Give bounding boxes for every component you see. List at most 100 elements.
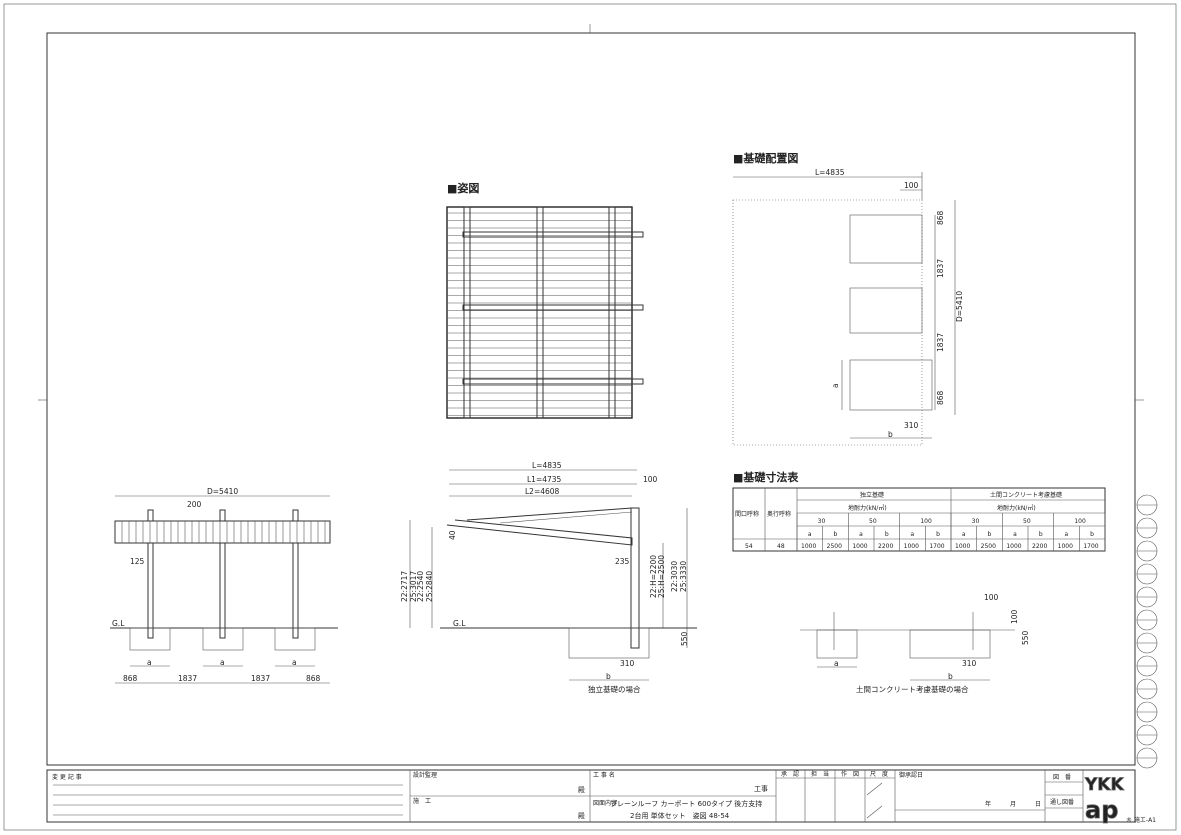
label: 868 [123,674,138,683]
label: G.L [453,619,466,628]
label: 22:2540 [416,571,425,602]
label: L1=4735 [527,475,562,484]
table-cell: 1000 [1006,543,1021,550]
label: 550 [1021,630,1030,645]
table-cell: 1000 [1058,543,1073,550]
label: 変 更 記 事 [52,773,82,781]
label: 310 [904,421,919,430]
label: 235 [615,557,630,566]
label: 22:H=2200 [649,555,658,598]
label: 2台用 単体セット 姿図 48-54 [630,811,730,820]
label: a [292,658,297,667]
label: L=4835 [532,461,562,470]
svg-text:ap: ap [1085,796,1118,824]
label: 1837 [936,259,945,278]
table-cell: 2200 [878,543,893,550]
label: 担 当 [811,770,829,778]
label: a [831,383,840,388]
label: 310 [962,659,977,668]
side-elevation: L=4835 L1=4735 L2=4608 100 40 235 22:271… [400,461,697,694]
label: 25:3330 [679,561,688,592]
table-cell: 1000 [801,543,816,550]
label: 施 工 [413,797,431,805]
label: 図 番 [1053,774,1071,781]
ab-header: a [808,531,812,538]
label: ® 施エ-A1 [1126,816,1156,824]
ab-header: a [962,531,966,538]
label: 200 [187,500,202,509]
label: b [888,430,893,439]
label: 1837 [178,674,197,683]
outer-border [3,3,1177,831]
label: 地耐力(kN/㎡) [997,504,1036,512]
label: 25:H=2500 [657,555,666,598]
label: G.L [112,619,125,628]
table-cell: 2500 [981,543,996,550]
ab-header: b [936,531,940,538]
revision-circles [1136,494,1158,769]
label: 550 [680,631,689,646]
label: 100 [904,181,919,190]
label: a [834,659,839,668]
label: 図面内容 [593,799,617,807]
foundation-layout-title: ■基礎配置図 [733,151,798,165]
label: 土間コンクリート考慮基礎の場合 [856,684,969,694]
label: プレーンルーフ カーポート 600タイプ 後方支持 [610,799,762,808]
ab-header: a [911,531,915,538]
label: 48 [777,543,785,550]
ab-header: b [988,531,992,538]
table-cell: 2500 [827,543,842,550]
label: 25:3017 [409,571,418,602]
svg-text:YKK: YKK [1084,775,1124,795]
label: 作 図 [841,770,859,778]
table-cell: 1700 [1083,543,1098,550]
load-header: 100 [1074,518,1086,525]
label: D=5410 [207,487,238,496]
label: 1837 [251,674,270,683]
table-cell: 1000 [955,543,970,550]
ykk-ap-logo: YKK ap [1084,775,1125,825]
label: 868 [306,674,321,683]
label: 設計監理 [413,771,437,779]
label: 1837 [936,333,945,352]
slab-foundation-view: 100 100 550 a 310 b 土間コンクリート考慮基礎の場合 [800,593,1030,694]
label: 868 [936,210,945,225]
label: 工 事 名 [593,771,615,779]
label: 独立基礎の場合 [588,684,641,694]
table-cell: 2200 [1032,543,1047,550]
ab-header: b [834,531,838,538]
label: 310 [620,659,635,668]
label: 100 [643,475,658,484]
label: L=4835 [815,168,845,177]
label: 通し図番 [1050,798,1074,806]
title-block: 変 更 記 事 設計監理 殿 施 工 殿 工 事 名 工事 図面内容 プレーンル… [46,769,1156,825]
label: 御承認日 [899,771,923,779]
drawing-frame [46,32,1136,766]
load-header: 30 [972,518,980,525]
label: 日 [1035,801,1041,808]
plan-view: ■姿図 [446,181,644,419]
table-cell: 1000 [852,543,867,550]
label: 40 [448,530,457,540]
foundation-size-table: ■基礎寸法表 間口呼称 奥行呼称 独立基礎 土間コンクリート考慮基礎 地耐力(k… [732,470,1106,552]
table-cell: 1000 [904,543,919,550]
label: 125 [130,557,145,566]
label: a [220,658,225,667]
label: 100 [1010,609,1019,624]
label: 奥行呼称 [767,510,791,518]
ab-header: b [885,531,889,538]
label: 月 [1010,801,1016,808]
label: 54 [745,543,753,550]
label: 25:2840 [425,571,434,602]
load-header: 50 [869,518,877,525]
load-header: 30 [818,518,826,525]
label: 承 認 [781,770,799,778]
load-header: 100 [920,518,932,525]
label: 工事 [754,784,768,793]
plan-view-title: ■姿図 [447,181,479,195]
label: 殿 [578,812,585,820]
load-header: 50 [1023,518,1031,525]
label: 22:2717 [400,571,409,602]
ab-header: a [859,531,863,538]
